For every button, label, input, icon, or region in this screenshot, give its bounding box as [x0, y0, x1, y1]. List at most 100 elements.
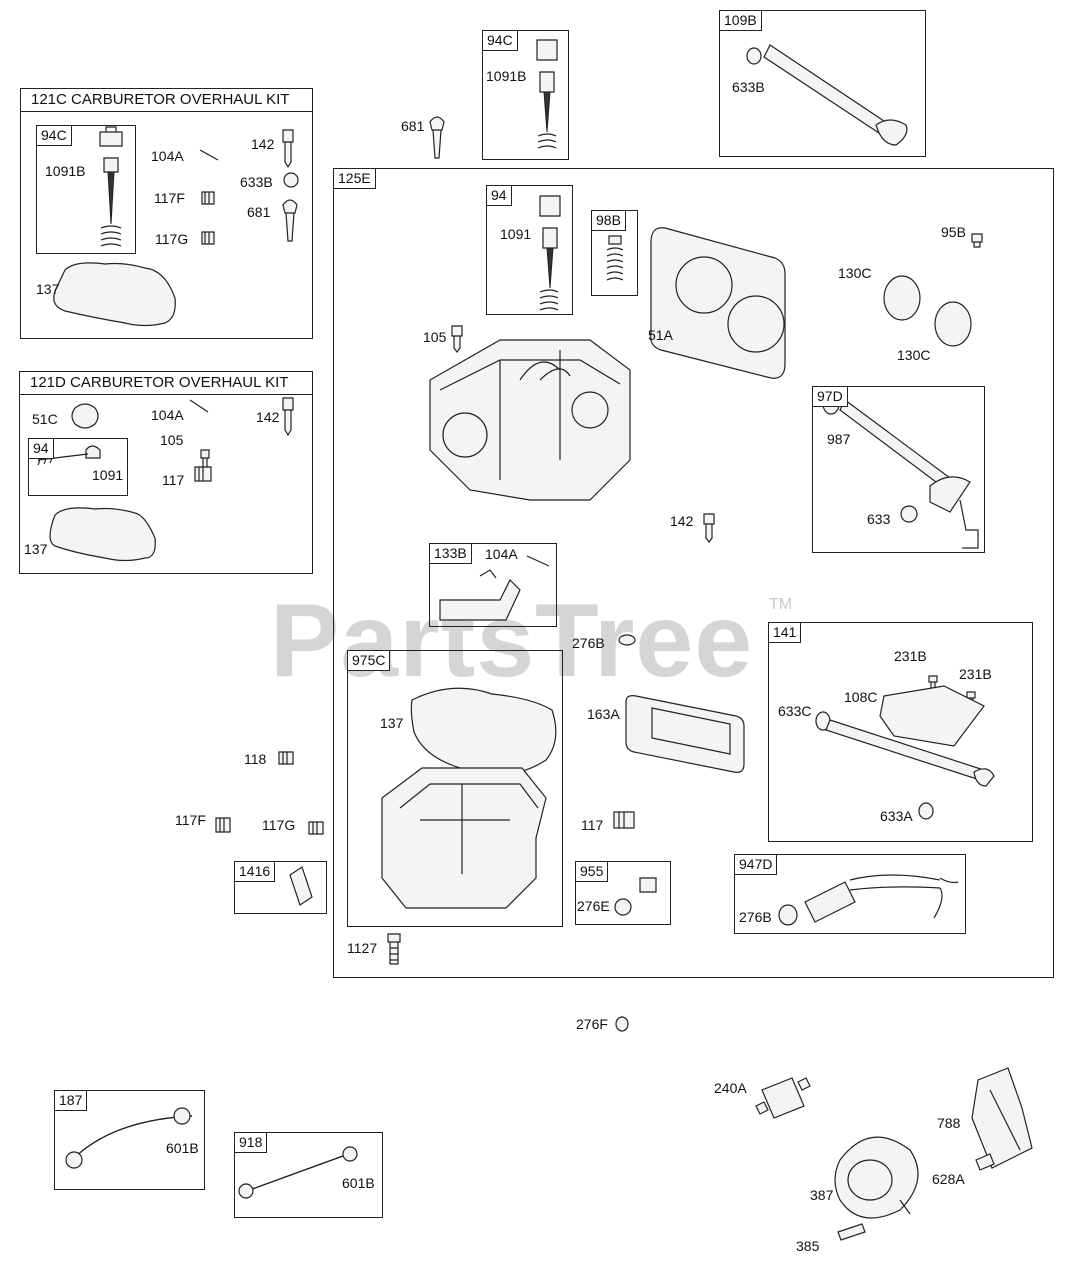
label-137: 137 — [380, 715, 404, 731]
label-276b: 276B — [572, 635, 605, 651]
label-137-kit: 137 — [36, 281, 60, 297]
label-95b: 95B — [941, 224, 966, 240]
float-valve-681-icon — [429, 116, 445, 159]
label-633a: 633A — [880, 808, 913, 824]
washer-276b-icon — [618, 634, 636, 646]
label-276e: 276E — [577, 898, 610, 914]
pin-icon — [199, 149, 219, 161]
label-633c: 633C — [778, 703, 812, 719]
label-105: 105 — [423, 329, 447, 345]
label-51a: 51A — [648, 327, 673, 343]
group-918: 918 — [234, 1132, 383, 1218]
label-628a: 628A — [932, 1171, 965, 1187]
label-387: 387 — [810, 1187, 834, 1203]
float-valve-105-main-icon — [451, 325, 463, 353]
label-117-kitd: 117 — [162, 472, 185, 488]
label-1127: 1127 — [347, 940, 378, 956]
label-118: 118 — [244, 751, 267, 767]
group-187: 187 — [54, 1090, 205, 1190]
kit-121d-box: 121D CARBURETOR OVERHAUL KIT — [19, 371, 313, 574]
label-137-kitd: 137 — [24, 541, 48, 557]
label-104a-kit: 104A — [151, 148, 184, 164]
label-117f-kit: 117F — [154, 190, 185, 206]
label-633b-kit: 633B — [240, 174, 273, 190]
group-955: 955 — [575, 861, 671, 925]
plug-117f-icon — [201, 191, 215, 205]
label-117: 117 — [581, 817, 604, 833]
label-117f: 117F — [175, 812, 206, 828]
kit-121c-title: 121C CARBURETOR OVERHAUL KIT — [20, 88, 313, 112]
plug-117-loose-icon — [613, 811, 635, 829]
bracket-788-icon — [971, 1067, 1033, 1169]
throttle-plate-b-icon — [934, 301, 972, 347]
group-125e: 125E — [333, 168, 1054, 978]
screw-385-icon — [837, 1223, 866, 1241]
label-142-kitd: 142 — [256, 409, 280, 425]
label-633: 633 — [867, 511, 891, 527]
group-125e-tag: 125E — [333, 168, 376, 189]
carburetor-body-icon — [429, 339, 631, 501]
label-1091b-kit: 1091B — [45, 163, 86, 179]
jet-needle-kit-icon — [99, 126, 123, 247]
group-94c-top: 94C — [482, 30, 569, 160]
pin-104a-icon — [189, 399, 209, 413]
jet-94-icon — [539, 195, 561, 311]
screw-spring-98b-icon — [606, 235, 624, 281]
jet-142-kit-icon — [282, 129, 294, 169]
washer-icon — [283, 172, 299, 188]
group-109b: 109B — [719, 10, 926, 157]
group-975c-tag: 975C — [347, 650, 391, 671]
label-1091-kitd: 1091 — [92, 467, 124, 483]
gasket-137-main-icon — [410, 687, 557, 775]
solenoid-947d-icon — [778, 874, 959, 926]
fuel-filter-240a-icon — [755, 1077, 811, 1119]
plate-108c-icon — [879, 685, 985, 747]
group-1416: 1416 — [234, 861, 327, 914]
pin-104a-main-icon — [526, 555, 550, 567]
label-104a-kitd: 104A — [151, 407, 184, 423]
group-955-tag: 955 — [575, 861, 609, 882]
label-231b-a: 231B — [894, 648, 927, 664]
group-94: 94 — [486, 185, 573, 315]
label-105-kitd: 105 — [160, 432, 184, 448]
screw-1127-icon — [387, 933, 401, 965]
label-385: 385 — [796, 1238, 820, 1254]
group-947d-tag: 947D — [734, 854, 778, 875]
watermark-trademark: TM — [769, 596, 793, 613]
screw-231b-a-icon — [928, 675, 938, 689]
label-104a: 104A — [485, 546, 518, 562]
label-108c: 108C — [844, 689, 878, 705]
group-94c-kit-tag: 94C — [36, 125, 72, 146]
kit-121c-box: 121C CARBURETOR OVERHAUL KIT — [20, 88, 313, 339]
label-130c-b: 130C — [897, 347, 931, 363]
group-133b-tag: 133B — [429, 543, 472, 564]
fuel-pump-387-icon — [834, 1136, 919, 1219]
washer-633a-icon — [918, 802, 934, 820]
washer-276f-icon — [615, 1016, 629, 1032]
group-975c: 975C — [347, 650, 563, 927]
washer-633-icon — [900, 505, 918, 523]
label-130c-a: 130C — [838, 265, 872, 281]
label-231b-b: 231B — [959, 666, 992, 682]
label-601b-b: 601B — [342, 1175, 375, 1191]
label-601b-a: 601B — [166, 1140, 199, 1156]
group-947d: 947D — [734, 854, 966, 934]
gasket-163a-icon — [625, 695, 745, 773]
label-681-kit: 681 — [247, 204, 271, 220]
throttle-plate-a-icon — [883, 275, 921, 321]
group-94-kit: 94 — [28, 438, 128, 496]
group-1416-tag: 1416 — [234, 861, 276, 882]
label-681-top: 681 — [401, 118, 425, 134]
group-97d-tag: 97D — [812, 386, 848, 407]
group-97d: 97D — [812, 386, 985, 553]
gasket-kit-icon — [53, 262, 176, 327]
float-bowl-icon — [381, 767, 547, 909]
group-918-tag: 918 — [234, 1132, 268, 1153]
kit-121d-title: 121D CARBURETOR OVERHAUL KIT — [19, 371, 313, 395]
jet-94c-top-icon — [536, 39, 558, 149]
group-98b: 98B — [591, 210, 638, 296]
label-276b-b: 276B — [739, 909, 772, 925]
fuel-line-187-icon — [65, 1107, 193, 1169]
group-98b-tag: 98B — [591, 210, 626, 231]
plug-117g-icon — [201, 231, 215, 245]
